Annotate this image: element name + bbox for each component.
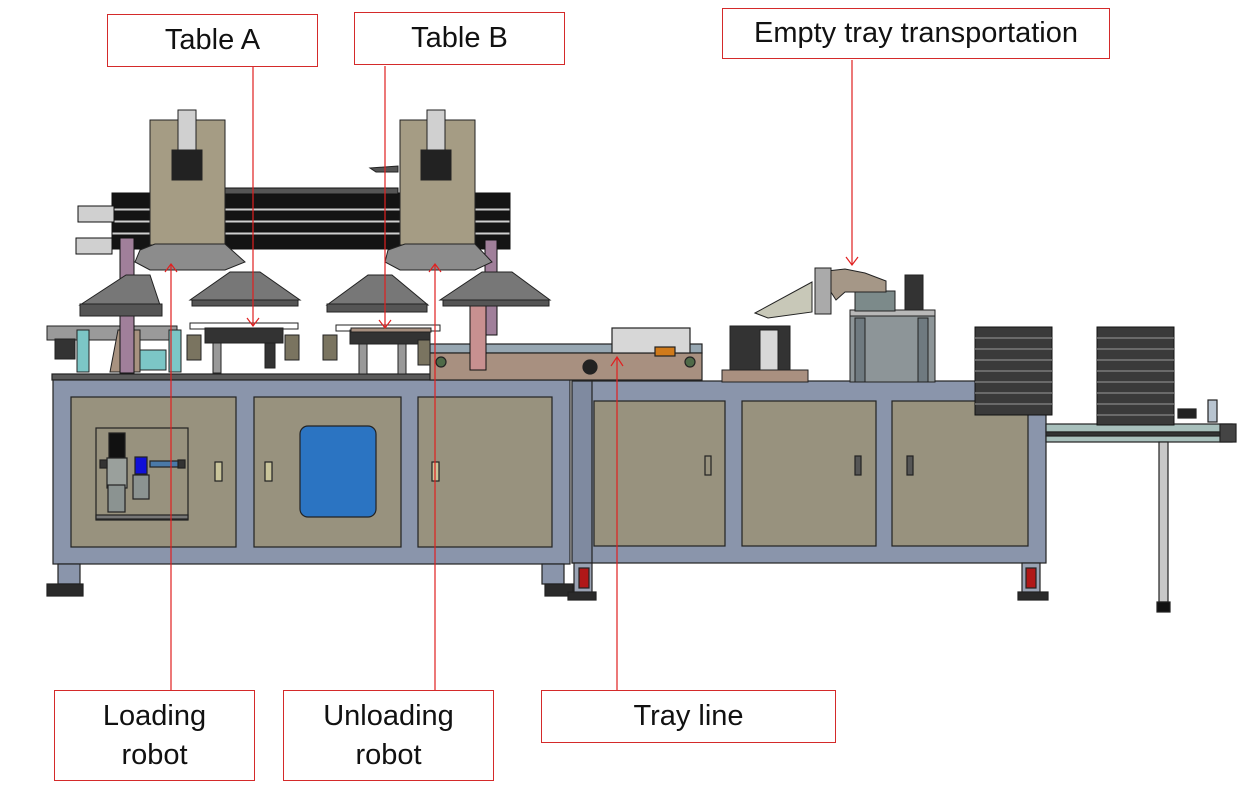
tray-stack-right [1096, 326, 1175, 426]
cabinet-door-5[interactable] [741, 400, 877, 547]
unloading-robot [325, 109, 552, 313]
table-b [322, 324, 441, 375]
label-table-a: Table A [107, 14, 318, 67]
arrow-unloading-robot [428, 263, 442, 273]
inspection-window [299, 425, 377, 518]
empty-tray-transport [721, 267, 936, 383]
door-handle[interactable] [214, 461, 223, 482]
label-loading-robot: Loading robot [54, 690, 255, 781]
door-handle[interactable] [264, 461, 273, 482]
left-cabinet [46, 373, 574, 597]
arrow-loading-robot [164, 263, 178, 273]
door-handle[interactable] [906, 455, 914, 476]
cabinet-door-4[interactable] [593, 400, 726, 547]
label-unloading-robot: Unloading robot [283, 690, 494, 781]
arrow-empty-tray [845, 256, 859, 266]
outfeed-conveyor [1045, 399, 1237, 613]
loading-robot [78, 109, 302, 317]
door-handle[interactable] [854, 455, 862, 476]
label-tray-line: Tray line [541, 690, 836, 743]
right-cabinet [567, 380, 1049, 601]
cabinet-door-6[interactable] [891, 400, 1029, 547]
arrow-tray-line [610, 355, 624, 367]
air-filter-regulator [95, 427, 189, 521]
cabinet-door-3[interactable] [417, 396, 553, 548]
label-table-b: Table B [354, 12, 565, 65]
label-empty-tray-transportation: Empty tray transportation [722, 8, 1110, 59]
door-handle[interactable] [704, 455, 712, 476]
arrow-table-b [378, 319, 392, 329]
table-a [186, 322, 300, 374]
arrow-table-a [246, 317, 260, 327]
left-feeder [46, 325, 182, 373]
